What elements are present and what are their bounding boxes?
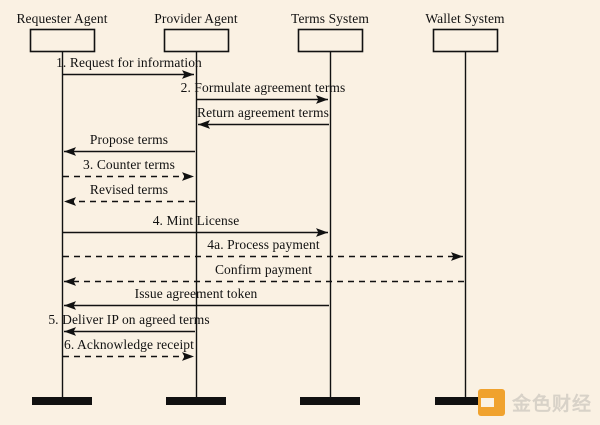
message-label-7: 4. Mint License xyxy=(152,213,240,228)
jinse-logo-icon xyxy=(477,388,505,416)
lifeline-terminator-requester xyxy=(32,397,92,405)
lifeline-title-requester: Requester Agent xyxy=(16,11,108,26)
watermark-text: 金色财经 xyxy=(511,392,592,415)
watermark-logo: 金色财经 xyxy=(477,387,592,417)
messages-layer xyxy=(63,70,464,361)
lifeline-terminator-provider xyxy=(166,397,226,405)
lifeline-title-provider: Provider Agent xyxy=(154,11,238,26)
lifeline-title-wallet: Wallet System xyxy=(425,11,505,26)
message-label-2: 2. Formulate agreement terms xyxy=(180,80,346,95)
message-label-11: 5. Deliver IP on agreed terms xyxy=(48,312,210,327)
message-label-1: 1. Request for information xyxy=(56,55,202,70)
lifelines-layer xyxy=(29,28,499,400)
lifeline-terminator-wallet xyxy=(435,397,495,405)
message-label-10: Issue agreement token xyxy=(134,286,258,301)
lifeline-box-wallet xyxy=(432,28,499,53)
lifeline-box-terms xyxy=(297,28,364,53)
message-label-8: 4a. Process payment xyxy=(207,237,320,252)
lifeline-terminator-terms xyxy=(300,397,360,405)
message-label-3: Return agreement terms xyxy=(197,105,329,120)
lifeline-box-requester xyxy=(29,28,96,53)
message-label-5: 3. Counter terms xyxy=(83,157,175,172)
terminators-layer xyxy=(32,397,495,405)
lifeline-title-terms: Terms System xyxy=(291,11,369,26)
message-label-6: Revised terms xyxy=(89,182,169,197)
message-label-12: 6. Acknowledge receipt xyxy=(63,337,195,352)
message-label-4: Propose terms xyxy=(89,132,169,147)
message-label-9: Confirm payment xyxy=(214,262,313,277)
lifeline-box-provider xyxy=(163,28,230,53)
